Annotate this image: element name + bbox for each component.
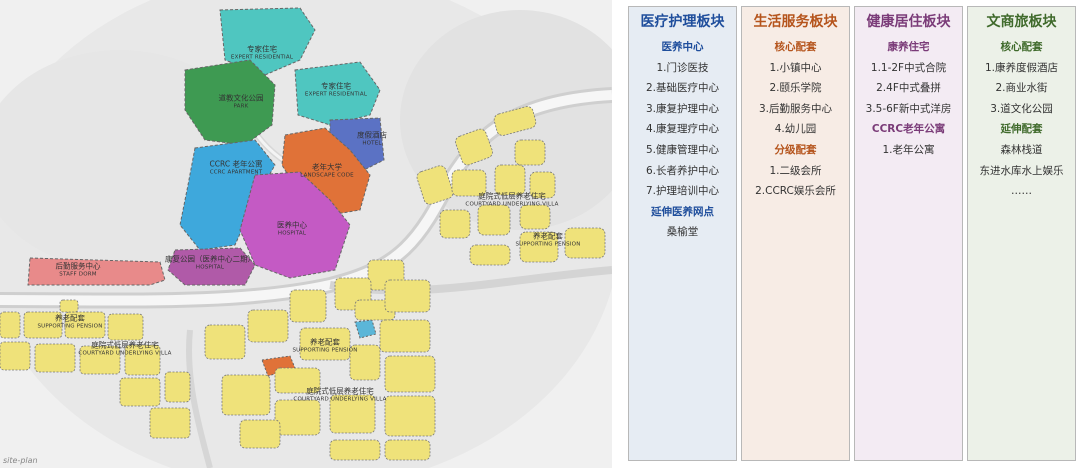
column-item: 1.1-2F中式合院 bbox=[870, 61, 947, 74]
column-item: 2.基础医疗中心 bbox=[645, 82, 720, 95]
column-item: 2.颐乐学院 bbox=[769, 82, 822, 95]
column-item: 2.CCRC娱乐会所 bbox=[755, 185, 836, 198]
column-title: 健康居住板块 bbox=[866, 14, 951, 30]
column-item: 5.健康管理中心 bbox=[645, 143, 720, 156]
column-list: 康养住宅 1.1-2F中式合院 2.4F中式叠拼 3.5-6F新中式洋房 CCRC老年公… bbox=[855, 37, 962, 161]
zone-label-rehab: 康复公园（医养中心二期）HOSPITAL bbox=[165, 254, 255, 271]
column-subheading: 延伸配套 bbox=[1000, 123, 1043, 136]
zone-staff bbox=[27, 257, 166, 286]
column-title: 生活服务板块 bbox=[753, 14, 838, 30]
zone-blue-small bbox=[354, 319, 377, 339]
column-subheading: 核心配套 bbox=[774, 41, 817, 53]
column-item: …… bbox=[1011, 185, 1032, 198]
column-title: 医疗护理板块 bbox=[640, 14, 725, 30]
column-item: 桑榆堂 bbox=[666, 226, 699, 239]
villa-blocks bbox=[0, 106, 606, 461]
column-item: 6.长者养护中心 bbox=[645, 164, 720, 177]
column-item: 2.商业水街 bbox=[995, 82, 1048, 95]
column-item: 1.康养度假酒店 bbox=[984, 61, 1059, 74]
column-subheading: 延伸医养网点 bbox=[651, 205, 714, 218]
column-life-service: 生活服务板块 核心配套 1.小镇中心 2.颐乐学院 3.后勤服务中心 4.幼儿园分级配套… bbox=[741, 6, 850, 461]
zone-rehab bbox=[167, 247, 256, 286]
column-item: 1.老年公寓 bbox=[882, 143, 935, 156]
column-item: 森林栈道 bbox=[1000, 143, 1043, 156]
site-plan-drawing bbox=[0, 7, 612, 468]
column-subheading: CCRC老年公寓 bbox=[871, 123, 946, 136]
column-healthy-living: 健康居住板块 康养住宅 1.1-2F中式合院 2.4F中式叠拼 3.5-6F新中式洋房… bbox=[854, 6, 963, 461]
column-subheading: 分级配套 bbox=[774, 143, 817, 156]
column-item: 3.后勤服务中心 bbox=[758, 102, 833, 115]
zone-ccrc bbox=[179, 139, 276, 251]
column-item: 4.幼儿园 bbox=[774, 123, 817, 136]
column-item: 1.二级会所 bbox=[769, 164, 822, 177]
column-item: 3.康复护理中心 bbox=[645, 102, 720, 115]
column-item: 1.门诊医技 bbox=[656, 61, 709, 74]
column-item: 3.5-6F新中式洋房 bbox=[865, 102, 952, 115]
column-subheading: 康养住宅 bbox=[887, 41, 930, 53]
column-list: 医养中心 1.门诊医技 2.基础医疗中心 3.康复护理中心 4.康复理疗中心 5.健康管理… bbox=[629, 37, 736, 243]
column-subheading: 核心配套 bbox=[1000, 41, 1043, 53]
column-item: 4.康复理疗中心 bbox=[645, 123, 720, 136]
zone-park bbox=[184, 59, 276, 146]
column-medical-care: 医疗护理板块 医养中心 1.门诊医技 2.基础医疗中心 3.康复护理中心 4.康复理疗中… bbox=[628, 6, 737, 461]
zone-expert1 bbox=[219, 7, 316, 76]
column-subheading: 医养中心 bbox=[661, 41, 704, 53]
column-list: 核心配套 1.康养度假酒店 2.商业水街 3.道文化公园延伸配套森林栈道东进水库水上娱… bbox=[968, 37, 1075, 202]
column-item: 2.4F中式叠拼 bbox=[876, 82, 941, 95]
column-culture-tourism: 文商旅板块 核心配套 1.康养度假酒店 2.商业水街 3.道文化公园延伸配套森林栈道东… bbox=[967, 6, 1076, 461]
column-title: 文商旅板块 bbox=[986, 14, 1057, 30]
column-list: 核心配套 1.小镇中心 2.颐乐学院 3.后勤服务中心 4.幼儿园分级配套 1.二级会所 2… bbox=[742, 37, 849, 202]
column-item: 7.护理培训中心 bbox=[645, 185, 720, 198]
column-item: 1.小镇中心 bbox=[769, 61, 822, 74]
site-plan-watermark: site-plan bbox=[3, 456, 38, 465]
zone-expert2 bbox=[294, 61, 381, 126]
zone-hospital bbox=[239, 171, 351, 279]
column-item: 东进水库水上娱乐 bbox=[979, 164, 1064, 177]
column-item: 3.道文化公园 bbox=[990, 102, 1053, 115]
